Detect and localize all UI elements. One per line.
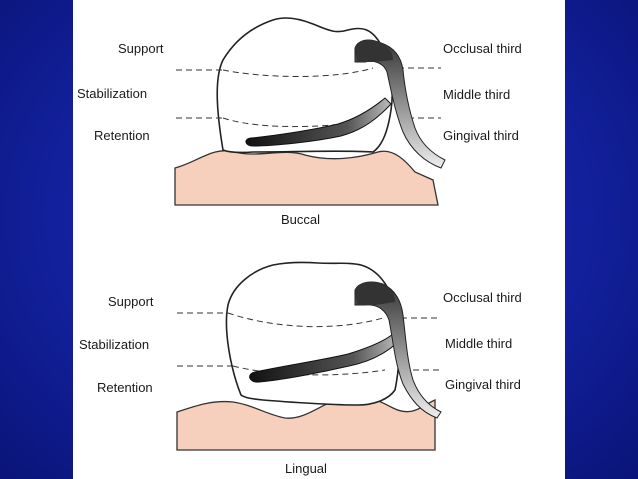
caption-buccal: Buccal: [281, 212, 320, 227]
label-middle-third-bottom: Middle third: [445, 336, 512, 351]
label-retention-bottom: Retention: [97, 380, 153, 395]
label-gingival-third-top: Gingival third: [443, 128, 519, 143]
label-stabilization-top: Stabilization: [77, 86, 147, 101]
diagram-panel: Support Stabilization Retention Occlusal…: [73, 0, 565, 479]
label-gingival-third-bottom: Gingival third: [445, 377, 521, 392]
gum-tissue: [177, 396, 435, 450]
label-middle-third-top: Middle third: [443, 87, 510, 102]
diagram-drawing: [73, 0, 565, 479]
gum-tissue: [175, 151, 438, 205]
label-stabilization-bottom: Stabilization: [79, 337, 149, 352]
occlusal-rest-dark: [355, 40, 393, 62]
caption-lingual: Lingual: [285, 461, 327, 476]
label-occlusal-third-top: Occlusal third: [443, 41, 522, 56]
label-support-bottom: Support: [108, 294, 154, 309]
lingual-figure: [177, 262, 441, 450]
label-occlusal-third-bottom: Occlusal third: [443, 290, 522, 305]
occlusal-rest-dark: [355, 282, 395, 305]
label-support-top: Support: [118, 41, 164, 56]
buccal-figure: [175, 18, 445, 205]
label-retention-top: Retention: [94, 128, 150, 143]
